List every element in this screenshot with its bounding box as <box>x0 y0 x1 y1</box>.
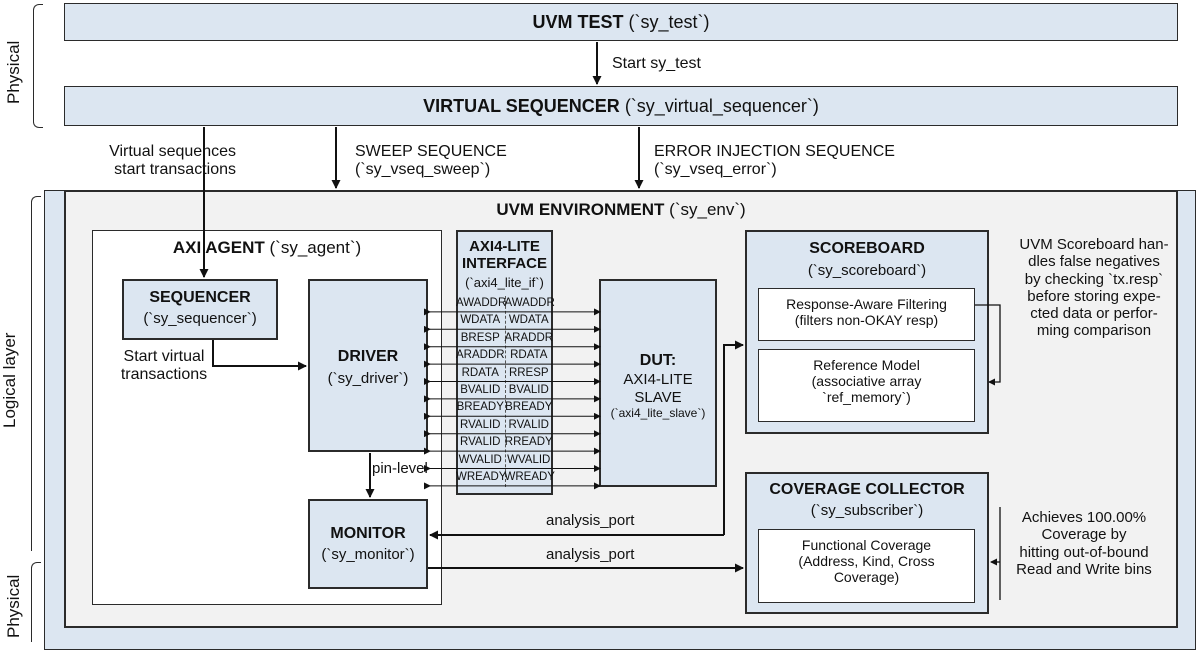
physical-bottom-label: Physical <box>4 574 23 638</box>
virtual-sequencer-label: VIRTUAL SEQUENCER (`sy_virtual_sequencer… <box>64 96 1178 117</box>
driver-title: DRIVER <box>337 348 399 365</box>
signal-right-4: RRESP <box>508 366 549 379</box>
scoreboard-name: (`sy_scoreboard`) <box>807 262 927 279</box>
sweep-sequence-label: SWEEP SEQUENCE (`sy_vseq_sweep`) <box>355 143 507 179</box>
logical-layer-bracket <box>31 196 41 551</box>
coverage-title: COVERAGE COLLECTOR <box>769 481 965 498</box>
signal-left-5: BVALID <box>460 384 501 396</box>
signal-right-1: WDATA <box>508 314 549 327</box>
interface-name: (`axi4_lite_if`) <box>465 275 544 290</box>
physical-bottom-bracket <box>31 562 41 642</box>
dut-box[interactable] <box>599 279 717 487</box>
monitor-box[interactable] <box>308 499 428 589</box>
signal-left-9: WVALID <box>458 453 502 466</box>
logical-layer-label: Logical layer <box>0 332 19 428</box>
signal-right-7: RVALID <box>508 418 549 431</box>
signal-left-10: WREADY <box>456 471 507 483</box>
response-filter-box[interactable] <box>758 288 975 341</box>
coverage-name: (`sy_subscriber`) <box>810 502 924 519</box>
signal-right-9: WVALID <box>507 453 551 466</box>
dut-title: DUT: <box>639 352 677 369</box>
signal-right-0: AWADDR <box>504 297 555 309</box>
driver-box[interactable] <box>308 279 428 452</box>
signal-right-8: RREADY <box>504 436 553 449</box>
functional-coverage-box[interactable] <box>758 529 975 603</box>
virtual-sequencer-box[interactable] <box>64 86 1178 126</box>
reference-model-box[interactable] <box>758 349 975 422</box>
axi-agent-title: AXI AGENT <box>172 238 265 257</box>
monitor-title: MONITOR <box>330 525 406 542</box>
signal-left-3: ARADDR <box>456 349 505 362</box>
sequencer-title: SEQUENCER <box>149 289 251 306</box>
functional-coverage-label: Functional Coverage (Address, Kind, Cros… <box>798 537 935 586</box>
signal-left-6: BREADY <box>456 401 504 414</box>
analysis-port-label-1: analysis_port <box>546 512 635 529</box>
reference-model-label: Reference Model (associative array `ref_… <box>811 357 922 406</box>
signal-left-8: RVALID <box>460 436 501 449</box>
environment-title: UVM ENVIRONMENT <box>496 200 665 219</box>
signal-divider <box>504 296 506 488</box>
axi-agent-name: (`sy_agent`) <box>269 238 362 257</box>
coverage-note: Achieves 100.00% Coverage by hitting out… <box>1016 509 1152 578</box>
scoreboard-note: UVM Scoreboard han- dles false negatives… <box>1019 236 1169 340</box>
analysis-port-label-2: analysis_port <box>546 546 635 563</box>
dut-line1: AXI4-LITE <box>623 371 693 388</box>
start-test-label: Start sy_test <box>612 55 701 72</box>
virtual-sequences-note: Virtual sequences start transactions <box>109 143 236 179</box>
sequencer-box[interactable] <box>122 279 278 340</box>
environment-label: UVM ENVIRONMENT (`sy_env`) <box>64 200 1178 220</box>
sequencer-name: (`sy_sequencer`) <box>143 310 257 327</box>
physical-top-bracket <box>33 4 43 128</box>
virtual-sequencer-title: VIRTUAL SEQUENCER <box>423 96 620 116</box>
signal-left-1: WDATA <box>460 314 501 327</box>
dut-line2: SLAVE <box>634 389 682 406</box>
axi-agent-label: AXI AGENT (`sy_agent`) <box>92 238 442 258</box>
driver-name: (`sy_driver`) <box>327 370 409 387</box>
dut-name: (`axi4_lite_slave`) <box>610 406 706 420</box>
signal-left-2: BRESP <box>460 331 500 344</box>
scoreboard-title: SCOREBOARD <box>809 240 925 257</box>
signal-right-3: RDATA <box>510 349 548 362</box>
uvm-test-label: UVM TEST (`sy_test`) <box>64 12 1178 33</box>
physical-top-label: Physical <box>4 40 23 104</box>
virtual-sequencer-name: (`sy_virtual_sequencer`) <box>624 96 819 116</box>
pin-level-label: pin-level <box>372 460 428 477</box>
uvm-test-title: UVM TEST <box>532 12 624 32</box>
environment-name: (`sy_env`) <box>669 200 746 219</box>
interface-title: AXI4-LITE INTERFACE <box>461 238 547 273</box>
uvm-test-box[interactable] <box>64 3 1178 41</box>
signal-left-0: AWADDR <box>456 297 507 309</box>
monitor-name: (`sy_monitor`) <box>321 546 415 563</box>
error-sequence-label: ERROR INJECTION SEQUENCE (`sy_vseq_error… <box>654 143 895 179</box>
signal-left-7: RVALID <box>460 418 501 431</box>
signal-right-10: WREADY <box>504 471 555 483</box>
signal-right-2: ARADDR <box>504 331 554 344</box>
start-virtual-label: Start virtual transactions <box>120 348 208 384</box>
uvm-test-name: (`sy_test`) <box>628 12 710 32</box>
signal-left-4: RDATA <box>461 366 499 379</box>
response-filter-label: Response-Aware Filtering (filters non-OK… <box>786 296 947 329</box>
signal-right-6: BREADY <box>505 401 553 414</box>
signal-right-5: BVALID <box>508 384 549 396</box>
